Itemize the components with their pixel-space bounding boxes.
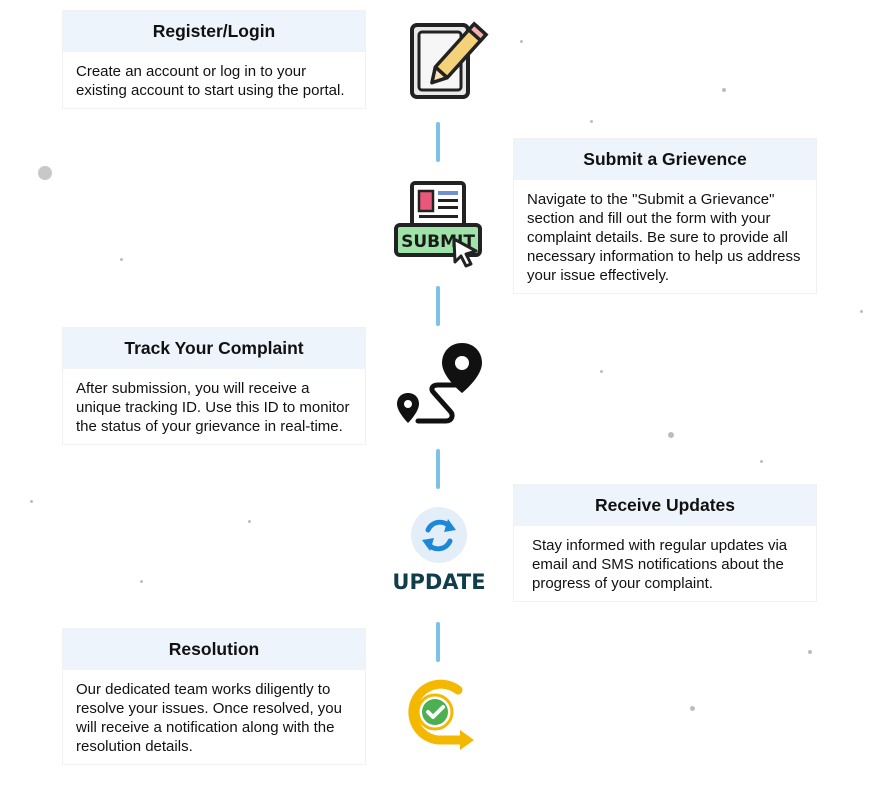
step-description: Navigate to the "Submit a Grievance" sec… bbox=[527, 191, 801, 284]
edit-pencil-icon bbox=[404, 16, 496, 107]
update-icon-label: UPDATE bbox=[392, 570, 485, 594]
step-description: Stay informed with regular updates via e… bbox=[532, 537, 788, 592]
step-title: Register/Login bbox=[63, 11, 365, 52]
check-cycle-icon bbox=[398, 676, 480, 755]
submit-form-icon: SUBMIT bbox=[392, 177, 488, 276]
step-description: Our dedicated team works diligently to r… bbox=[76, 681, 342, 755]
step-card-register-login: Register/Login Create an account or log … bbox=[63, 11, 365, 108]
step-title: Submit a Grievence bbox=[514, 139, 816, 180]
timeline-connector bbox=[436, 449, 440, 489]
timeline-connector bbox=[436, 622, 440, 662]
timeline-connector bbox=[436, 122, 440, 162]
timeline-connector bbox=[436, 286, 440, 326]
step-card-track-complaint: Track Your Complaint After submission, y… bbox=[63, 328, 365, 444]
step-description: Create an account or log in to your exis… bbox=[76, 63, 345, 99]
step-title: Resolution bbox=[63, 629, 365, 670]
step-title: Receive Updates bbox=[514, 485, 816, 526]
step-description: After submission, you will receive a uni… bbox=[76, 380, 350, 435]
update-refresh-icon: UPDATE bbox=[392, 505, 486, 602]
step-card-resolution: Resolution Our dedicated team works dili… bbox=[63, 629, 365, 764]
step-card-receive-updates: Receive Updates Stay informed with regul… bbox=[514, 485, 816, 601]
step-title: Track Your Complaint bbox=[63, 328, 365, 369]
step-card-submit-grievance: Submit a Grievence Navigate to the "Subm… bbox=[514, 139, 816, 293]
location-route-icon bbox=[394, 341, 486, 432]
